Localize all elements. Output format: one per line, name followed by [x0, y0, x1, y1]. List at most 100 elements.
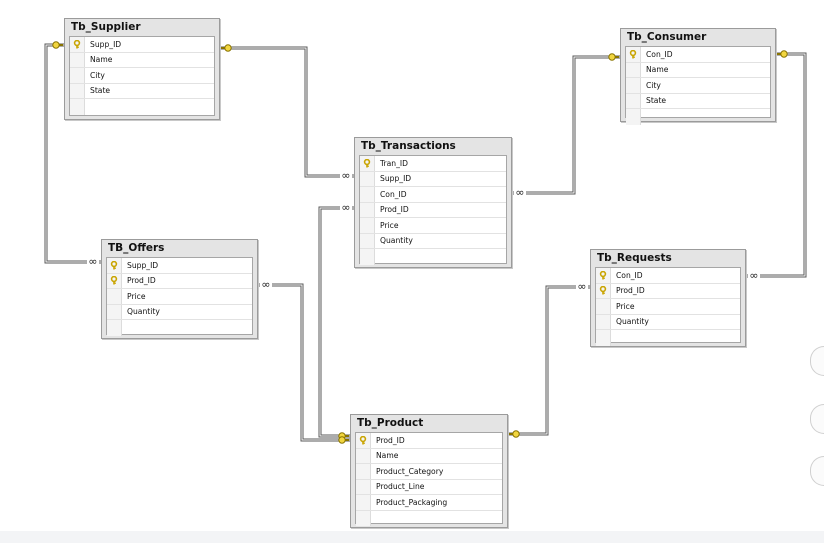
relationship-line [318, 206, 354, 438]
relationship-line [512, 55, 620, 195]
column-row[interactable]: Tran_ID [360, 156, 506, 172]
primary-key-icon [596, 283, 611, 298]
column-name: Price [127, 291, 146, 301]
new-column-row[interactable] [107, 320, 252, 336]
many-end-infinity-icon: ∞ [88, 255, 97, 268]
row-selector [360, 218, 375, 233]
column-row[interactable]: Name [626, 62, 770, 78]
column-row[interactable]: Quantity [360, 233, 506, 249]
bottom-strip [0, 531, 824, 543]
row-selector [596, 314, 611, 329]
one-end-key-icon [512, 430, 520, 438]
row-selector [360, 187, 375, 202]
relationship-line [258, 283, 350, 442]
row-selector [626, 78, 641, 93]
row-selector [360, 202, 375, 217]
one-end-key-icon [52, 41, 60, 49]
column-row[interactable]: Prod_ID [596, 283, 740, 299]
many-end-bg [748, 272, 760, 280]
column-row[interactable]: Price [107, 289, 252, 305]
column-row[interactable]: Con_ID [626, 47, 770, 63]
column-row[interactable]: Price [360, 218, 506, 234]
column-row[interactable]: City [70, 68, 214, 84]
column-row[interactable]: Product_Category [356, 464, 502, 480]
many-end-bg [340, 172, 352, 180]
row-selector [596, 330, 611, 346]
new-column-row[interactable] [360, 249, 506, 265]
many-end-infinity-icon: ∞ [341, 201, 350, 214]
column-row[interactable]: Con_ID [596, 268, 740, 284]
relationship-line-inner [746, 53, 806, 277]
row-selector [70, 68, 85, 83]
column-row[interactable]: Product_Line [356, 479, 502, 495]
column-name: Quantity [380, 236, 413, 246]
column-name: City [646, 80, 661, 90]
new-column-row[interactable] [596, 330, 740, 346]
column-row[interactable]: Quantity [107, 304, 252, 320]
table-title: Tb_Product [357, 417, 424, 429]
table-title: Tb_Transactions [361, 140, 456, 152]
column-name: Product_Category [376, 466, 444, 476]
primary-key-icon [107, 258, 122, 273]
column-name: Prod_ID [127, 276, 156, 286]
row-selector [360, 249, 375, 265]
row-selector [70, 52, 85, 67]
many-end-infinity-icon: ∞ [577, 280, 586, 293]
column-row[interactable]: Name [356, 448, 502, 464]
new-column-row[interactable] [356, 510, 502, 526]
column-name: Price [380, 220, 399, 230]
column-name: Product_Packaging [376, 497, 448, 507]
many-end-bg [340, 204, 352, 212]
column-name: Name [90, 55, 113, 65]
new-column-row[interactable] [626, 109, 770, 125]
column-row[interactable]: State [70, 83, 214, 99]
new-column-row[interactable] [70, 99, 214, 115]
column-row[interactable]: Con_ID [360, 187, 506, 203]
primary-key-icon [360, 156, 375, 171]
column-name: Product_Line [376, 482, 425, 492]
column-row[interactable]: Supp_ID [70, 37, 214, 53]
column-row[interactable]: Name [70, 52, 214, 68]
row-selector [356, 464, 371, 479]
column-row[interactable]: Prod_ID [360, 202, 506, 218]
row-selector [626, 109, 641, 125]
row-selector [356, 510, 371, 526]
primary-key-icon [107, 273, 122, 288]
column-row[interactable]: City [626, 78, 770, 94]
column-row[interactable]: Price [596, 299, 740, 315]
column-name: Name [376, 451, 399, 461]
primary-key-icon [70, 37, 85, 52]
column-row[interactable]: Supp_ID [107, 258, 252, 274]
one-end-key-icon [608, 53, 616, 61]
column-name: Name [646, 65, 669, 75]
relationship-line-inner [508, 286, 590, 435]
column-name: Prod_ID [380, 205, 409, 215]
column-name: Price [616, 301, 635, 311]
row-selector [356, 448, 371, 463]
relationship-line-inner [512, 56, 620, 194]
relationship-line [220, 46, 354, 178]
row-selector [596, 299, 611, 314]
column-row[interactable]: State [626, 93, 770, 109]
one-end-key-icon [224, 44, 232, 52]
column-row[interactable]: Product_Packaging [356, 495, 502, 511]
column-row[interactable]: Supp_ID [360, 171, 506, 187]
row-selector [626, 62, 641, 77]
column-row[interactable]: Prod_ID [107, 273, 252, 289]
column-name: Con_ID [616, 270, 643, 280]
relationship-line-inner [220, 47, 354, 177]
column-name: City [90, 70, 105, 80]
column-row[interactable]: Quantity [596, 314, 740, 330]
relationship-line-inner [319, 207, 354, 437]
one-end-key-icon [338, 436, 346, 444]
column-row[interactable]: Prod_ID [356, 433, 502, 449]
